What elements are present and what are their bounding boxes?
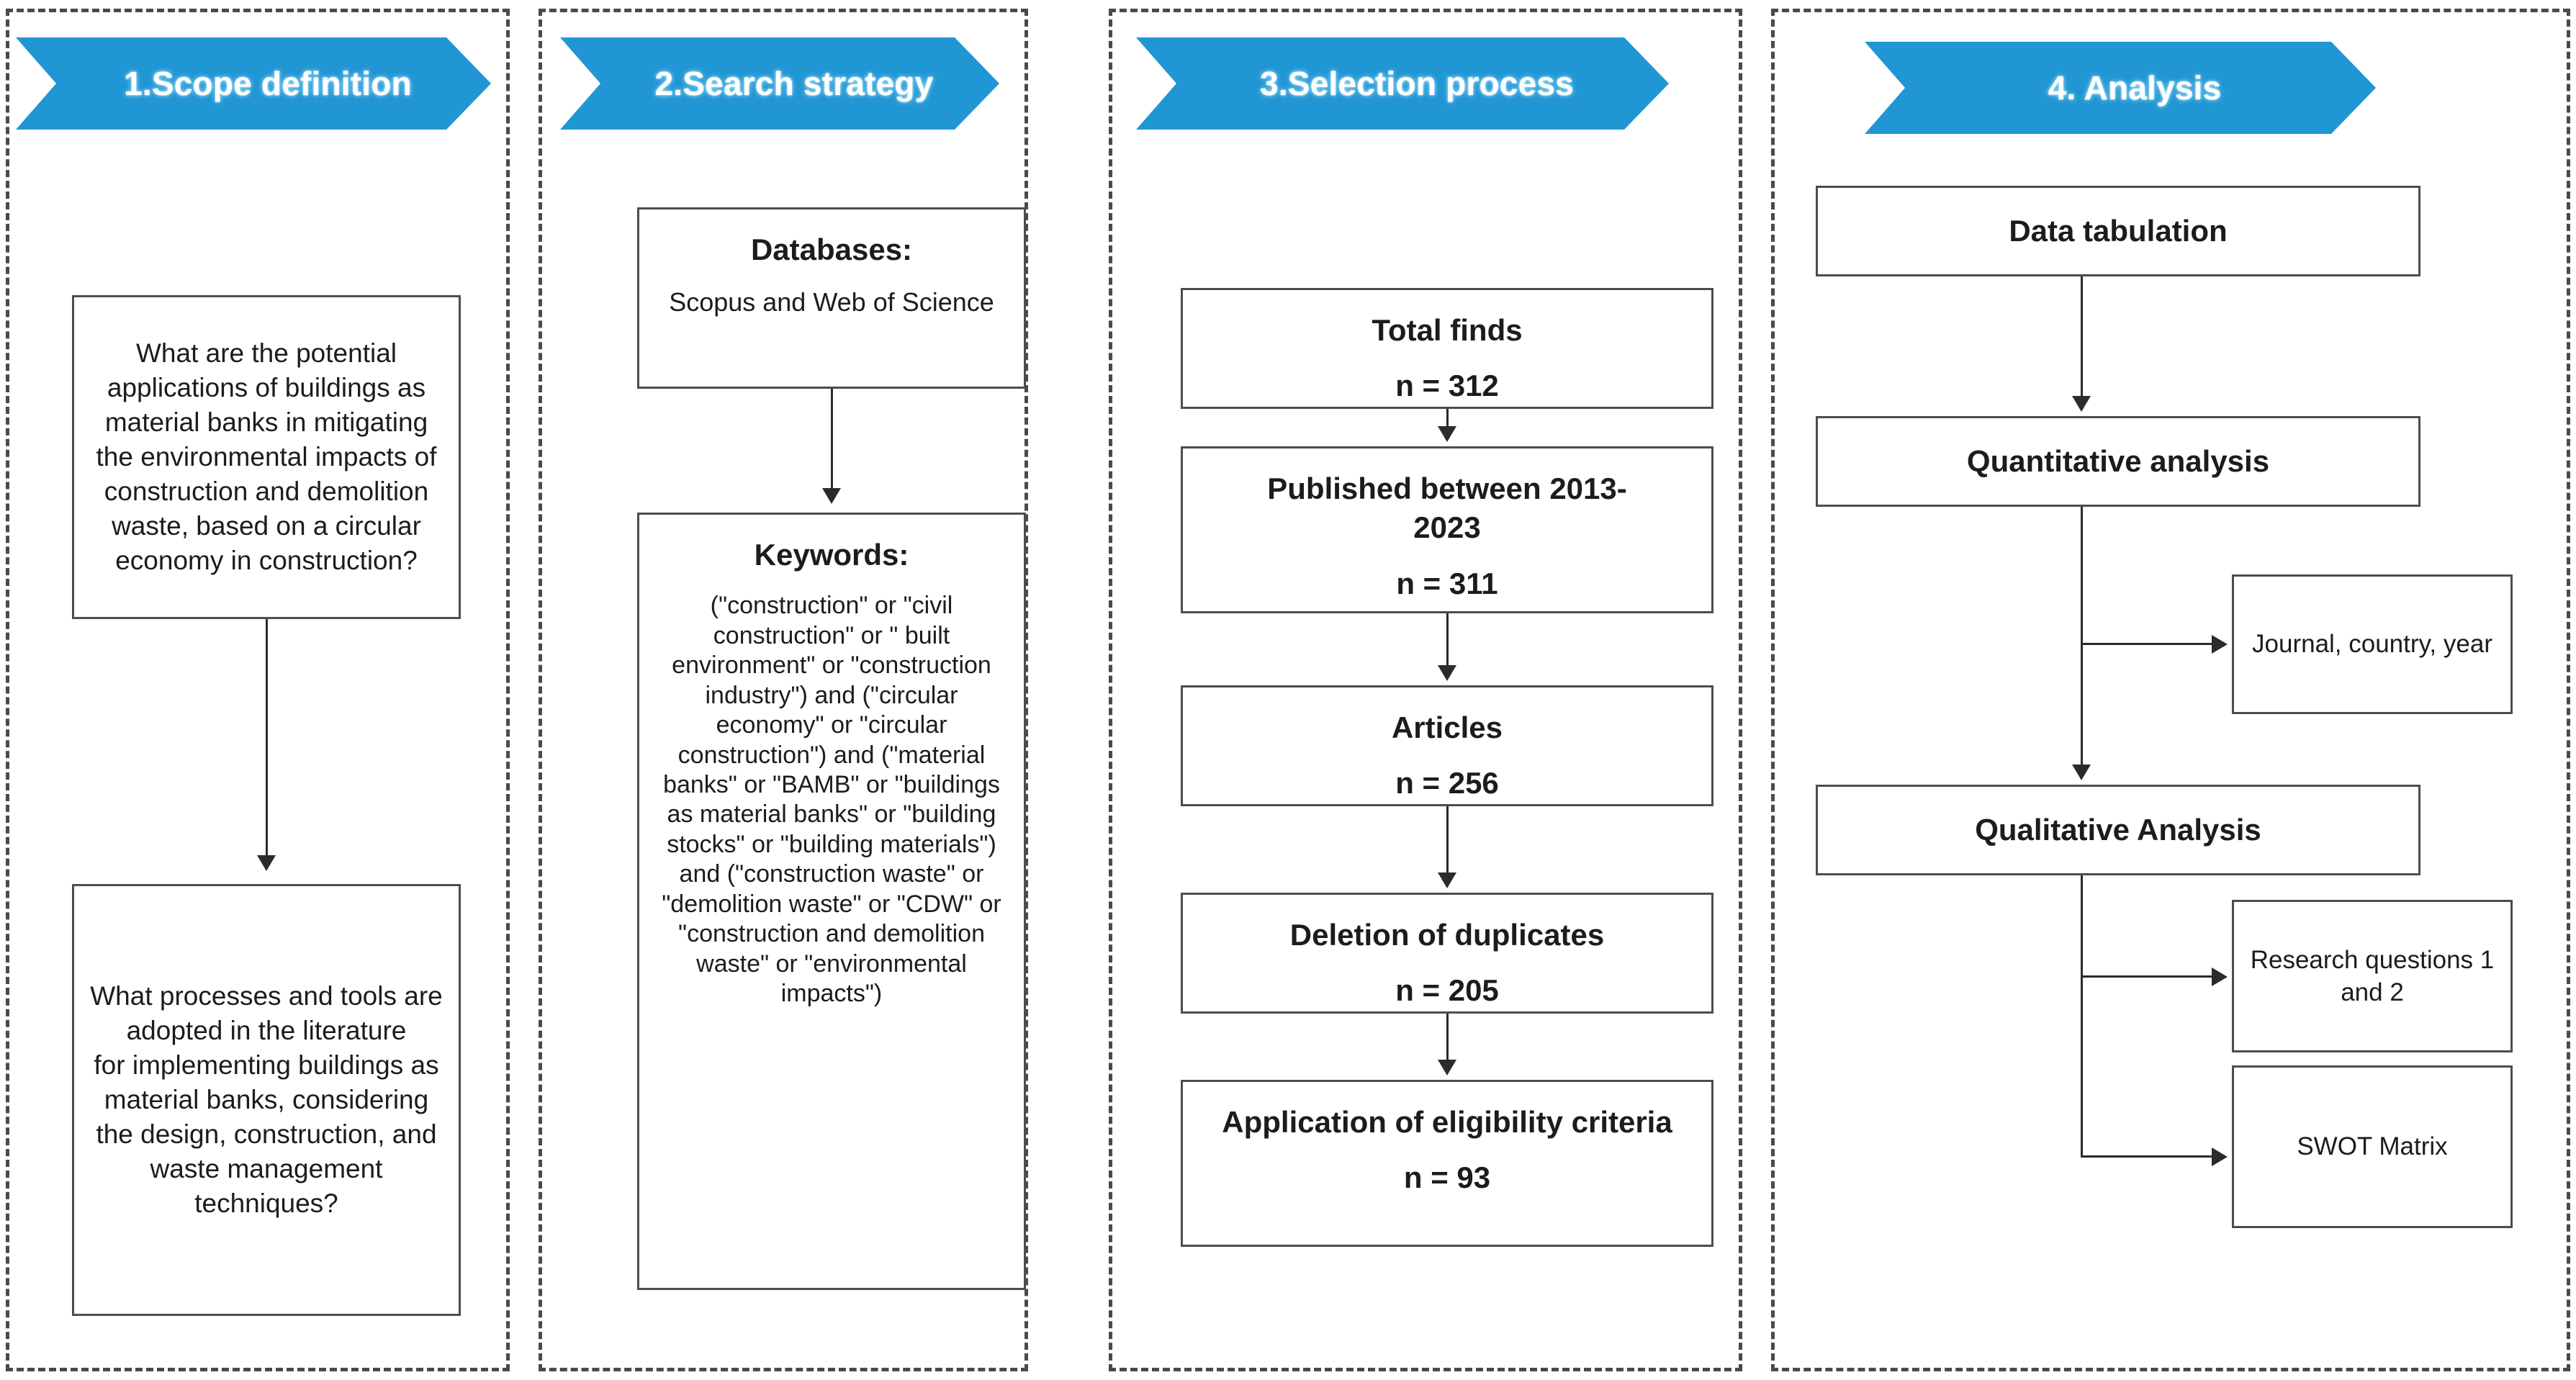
connector-ql-to-rq-arrow — [2212, 968, 2228, 986]
connector-qn-to-journal-line — [2081, 643, 2216, 645]
box-quantitative-analysis: Quantitative analysis — [1816, 416, 2420, 507]
connector-tf-arrow — [1438, 426, 1456, 442]
stage-header-analysis: 4. Analysis — [1865, 42, 2376, 134]
box-qualitative-analysis: Qualitative Analysis — [1816, 785, 2420, 875]
connector-ql-to-swot-arrow — [2212, 1147, 2228, 1166]
connector-ql-to-swot-line — [2081, 1155, 2216, 1158]
articles-count: n = 256 — [1395, 766, 1499, 801]
box-keywords: Keywords: ("construction" or "civil cons… — [637, 513, 1026, 1290]
connector-qn-to-ql-arrow — [2072, 765, 2091, 780]
box-total-finds: Total finds n = 312 — [1181, 288, 1713, 409]
eligibility-criteria-count: n = 93 — [1403, 1160, 1491, 1195]
connector-pb-arrow — [1438, 665, 1456, 681]
deletion-of-duplicates-count: n = 205 — [1395, 973, 1499, 1008]
panel-scope-definition — [6, 9, 510, 1371]
box-eligibility-criteria: Application of eligibility criteria n = … — [1181, 1080, 1713, 1247]
stage-header-selection-process: 3.Selection process — [1136, 37, 1669, 130]
box-data-tabulation: Data tabulation — [1816, 186, 2420, 276]
panel-selection-process — [1109, 9, 1742, 1371]
deletion-of-duplicates-label: Deletion of duplicates — [1289, 917, 1605, 952]
box-journal-country-year: Journal, country, year — [2232, 574, 2513, 714]
keywords-title: Keywords: — [754, 537, 909, 572]
connector-rq1-to-rq2-line — [266, 619, 268, 857]
connector-qn-to-journal-arrow — [2212, 635, 2228, 654]
eligibility-criteria-label: Application of eligibility criteria — [1222, 1104, 1672, 1139]
keywords-value: ("construction" or "civil construction" … — [662, 592, 1001, 1008]
connector-db-to-kw-arrow — [822, 488, 841, 504]
connector-ql-trunk — [2081, 875, 2083, 1158]
box-swot-matrix: SWOT Matrix — [2232, 1065, 2513, 1228]
box-deletion-of-duplicates: Deletion of duplicates n = 205 — [1181, 893, 1713, 1014]
box-published-between: Published between 2013- 2023 n = 311 — [1181, 446, 1713, 613]
box-research-question-1: What are the potential applications of b… — [72, 295, 461, 619]
panel-search-strategy — [539, 9, 1028, 1371]
total-finds-label: Total finds — [1372, 312, 1523, 347]
databases-title: Databases: — [750, 232, 913, 266]
published-between-label: Published between 2013- 2023 — [1267, 471, 1627, 545]
connector-ar-line — [1446, 806, 1449, 877]
connector-dt-to-qn-line — [2081, 276, 2083, 399]
box-research-question-2: What processes and tools are adopted in … — [72, 884, 461, 1316]
connector-db-to-kw-line — [831, 389, 833, 490]
connector-pb-line — [1446, 613, 1449, 669]
box-articles: Articles n = 256 — [1181, 685, 1713, 806]
stage-header-scope-definition: 1.Scope definition — [16, 37, 491, 130]
panel-analysis — [1771, 9, 2570, 1371]
connector-dt-to-qn-arrow — [2072, 396, 2091, 412]
box-research-questions-1-and-2: Research questions 1 and 2 — [2232, 900, 2513, 1052]
connector-ar-arrow — [1438, 872, 1456, 888]
connector-dd-arrow — [1438, 1060, 1456, 1075]
connector-ql-to-rq-line — [2081, 975, 2216, 978]
connector-tf-line — [1446, 409, 1449, 430]
articles-label: Articles — [1391, 710, 1503, 744]
connector-dd-line — [1446, 1014, 1449, 1064]
connector-rq1-to-rq2-arrow — [257, 855, 276, 871]
published-between-count: n = 311 — [1396, 566, 1498, 600]
connector-qn-trunk — [2081, 507, 2083, 767]
total-finds-count: n = 312 — [1395, 369, 1499, 403]
databases-value: Scopus and Web of Science — [669, 287, 994, 317]
box-databases: Databases: Scopus and Web of Science — [637, 207, 1026, 389]
stage-header-search-strategy: 2.Search strategy — [560, 37, 999, 130]
